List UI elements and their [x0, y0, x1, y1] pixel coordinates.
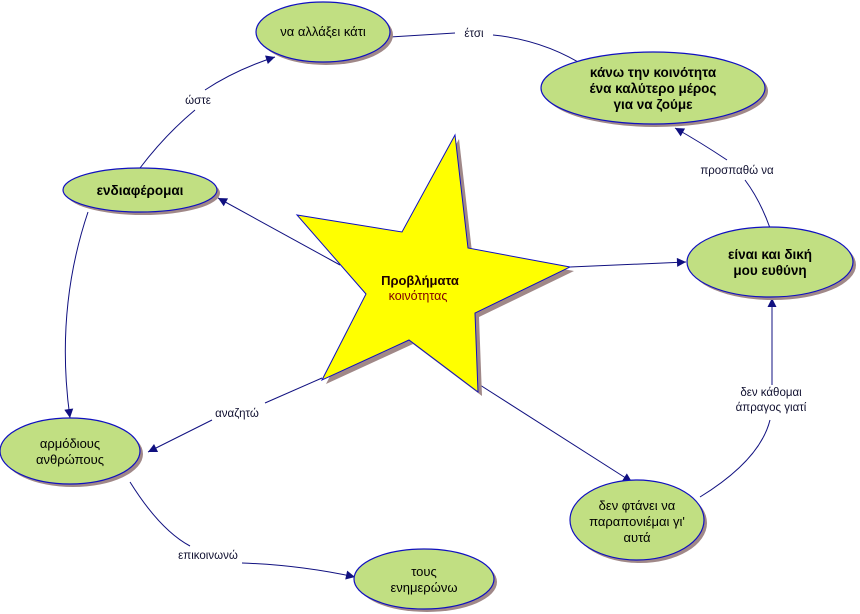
node-change-text: να αλλάξει κάτι	[280, 24, 366, 39]
node-care-text: ενδιαφέρομαι	[97, 183, 184, 198]
link-label-not-idle-1: δεν κάθομαι	[740, 387, 802, 399]
edge-care-authorities	[64, 211, 89, 419]
edge-star-authorities-b	[147, 419, 213, 453]
node-better[interactable]: κάνω την κοινότητα ένα καλύτερο μέρος γι…	[540, 51, 768, 127]
star-title: Προβλήματα	[381, 273, 459, 288]
edge-complain-resp-a	[699, 419, 771, 498]
node-responsibility[interactable]: είναι και δική μου ευθύνη	[686, 226, 856, 300]
link-label-communicate: επικοινωνώ	[178, 550, 238, 562]
node-auth-line-2: ανθρώπους	[36, 452, 104, 467]
edge-resp-better-a	[744, 179, 771, 229]
link-label-seek: αναζητώ	[215, 408, 259, 420]
edge-authorities-inform-a	[129, 481, 191, 547]
node-complain[interactable]: δεν φτάνει να παραπονιέμαι γι' αυτά	[569, 479, 707, 563]
edge-resp-better-b	[674, 127, 728, 161]
node-resp-line-2: μου ευθύνη	[733, 263, 806, 278]
node-inform-line-2: ενημερώνω	[390, 580, 457, 595]
link-label-so-that: ώστε	[185, 95, 211, 107]
node-auth-line-1: αρμόδιους	[40, 436, 100, 451]
link-label-thus: έτσι	[464, 28, 484, 40]
edge-change-better-a	[389, 32, 456, 38]
node-inform[interactable]: τους ενημερώνω	[353, 548, 497, 612]
edge-star-care	[217, 197, 341, 266]
node-better-line-2: ένα καλύτερο μέρος	[590, 81, 717, 96]
edge-care-change-a	[139, 109, 196, 169]
node-resp-line-1: είναι και δική	[728, 247, 812, 262]
node-care[interactable]: ενδιαφέρομαι	[62, 167, 220, 215]
link-label-not-idle-2: άπραγος γιατί	[736, 402, 807, 414]
edge-star-responsibility	[569, 257, 687, 268]
edges	[64, 32, 777, 580]
node-better-line-1: κάνω την κοινότητα	[590, 65, 717, 80]
star-subtitle: κοινότητας	[389, 289, 448, 303]
edge-star-authorities-a	[264, 377, 323, 404]
edge-authorities-inform-b	[241, 562, 356, 580]
node-change[interactable]: να αλλάξει κάτι	[255, 1, 393, 65]
node-complain-line-3: αυτά	[623, 530, 651, 545]
central-star[interactable]: Προβλήματα κοινότητας	[295, 133, 574, 396]
edge-care-change-b	[204, 55, 276, 91]
node-inform-line-1: τους	[411, 564, 437, 579]
edge-star-complain	[479, 384, 633, 483]
link-label-try-to: προσπαθώ να	[700, 165, 774, 177]
node-authorities[interactable]: αρμόδιους ανθρώπους	[0, 417, 143, 487]
node-complain-line-1: δεν φτάνει να	[599, 498, 676, 513]
node-better-line-3: για να ζούμε	[613, 97, 693, 112]
node-complain-line-2: παραπονιέμαι γι'	[589, 514, 685, 529]
